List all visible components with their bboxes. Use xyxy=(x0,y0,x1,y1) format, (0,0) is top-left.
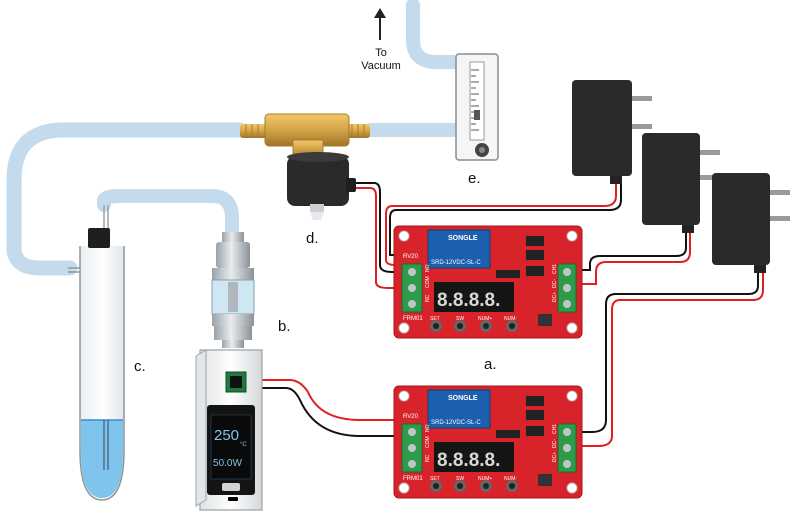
relay-top-model: SRD-12VDC-SL-C xyxy=(431,260,481,266)
relay-bottom-display: 8.8.8.8. xyxy=(437,450,500,471)
relay-bottom-frm-label: FRM01 xyxy=(403,476,423,482)
power-adapter-1 xyxy=(572,80,652,184)
relay-bottom-btn-sw: SW xyxy=(456,476,464,482)
relay-top-dcplus: DC+ xyxy=(552,292,558,302)
relay-bottom-dcminus: DC- xyxy=(552,439,558,448)
relay-bottom-btn-set: SET xyxy=(430,476,440,482)
relay-top-terminal-no: NO xyxy=(425,264,431,272)
relay-bottom-rv-label: RV20 xyxy=(403,414,419,420)
vacuum-label: To Vacuum xyxy=(361,47,401,72)
relay-bottom-btn-numplus: NUM+ xyxy=(478,476,492,482)
relay-bottom-terminal-com: COM xyxy=(425,436,431,448)
relay-top-btn-numminus: NUM- xyxy=(504,316,517,322)
vape-temp-unit: °C xyxy=(240,442,247,448)
relay-bottom-brand: SONGLE xyxy=(448,395,478,402)
relay-top-frm-label: FRM01 xyxy=(403,316,423,322)
relay-top-dcminus: DC- xyxy=(552,279,558,288)
relay-bottom-terminal-no: NO xyxy=(425,424,431,432)
wiring xyxy=(244,182,764,447)
vape-temp-readout: 250 xyxy=(214,427,239,444)
label-c: c. xyxy=(134,358,146,375)
relay-top-btn-set: SET xyxy=(430,316,440,322)
vacuum-arrow-icon xyxy=(374,8,386,40)
relay-bottom-ch1: CH1 xyxy=(552,424,558,434)
relay-top-ch1: CH1 xyxy=(552,264,558,274)
vape-power-readout: 50.0W xyxy=(213,458,242,469)
power-adapter-3 xyxy=(712,173,790,273)
relay-bottom-model: SRD-12VDC-SL-C xyxy=(431,420,481,426)
relay-top-rv-label: RV20 xyxy=(403,254,419,260)
relay-bottom-btn-numminus: NUM- xyxy=(504,476,517,482)
label-e: e. xyxy=(468,170,481,187)
label-a: a. xyxy=(484,356,497,373)
label-b: b. xyxy=(278,318,291,335)
solenoid-valve xyxy=(240,113,370,220)
relay-top-terminal-com: COM xyxy=(425,276,431,288)
power-adapter-2 xyxy=(642,133,720,233)
relay-top-terminal-nc: NC xyxy=(425,294,431,302)
vape-mod xyxy=(195,232,263,511)
relay-board-top xyxy=(393,225,583,339)
tubing xyxy=(6,0,469,276)
relay-top-brand: SONGLE xyxy=(448,235,478,242)
label-d: d. xyxy=(306,230,319,247)
collection-tube xyxy=(68,205,125,501)
relay-board-bottom xyxy=(393,385,583,499)
relay-bottom-terminal-nc: NC xyxy=(425,454,431,462)
relay-top-display: 8.8.8.8. xyxy=(437,290,500,311)
relay-bottom-dcplus: DC+ xyxy=(552,452,558,462)
relay-top-btn-sw: SW xyxy=(456,316,464,322)
relay-top-btn-numplus: NUM+ xyxy=(478,316,492,322)
flowmeter xyxy=(455,53,499,161)
